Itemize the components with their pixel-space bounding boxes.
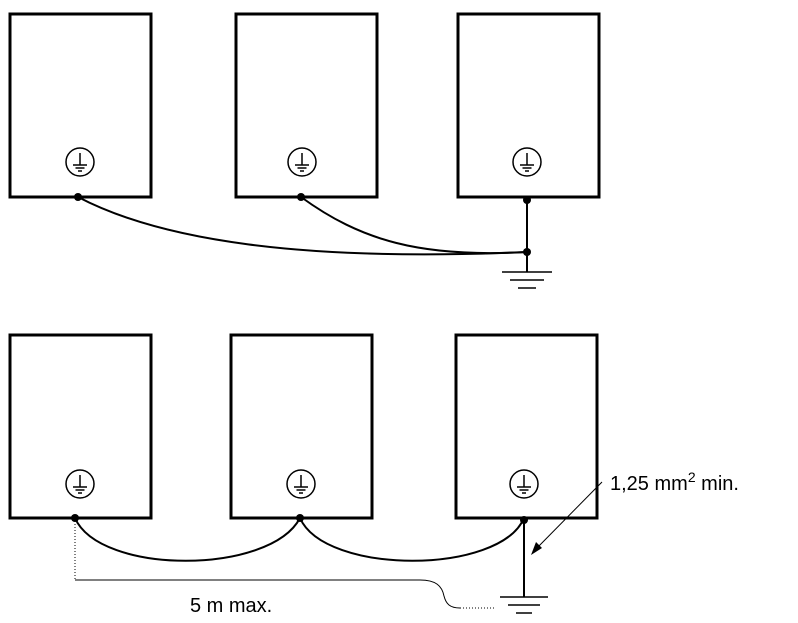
protective-earth-icon [509,469,539,499]
protective-earth-icon [512,147,542,177]
terminal-node [71,514,79,522]
wire-gauge-label: 1,25 mm2 min. [610,469,739,495]
distance-label: 5 m max. [190,595,272,617]
gauge-leader-line [534,481,603,551]
junction-node [523,248,531,256]
ground-icon [500,596,548,614]
terminal-node [523,196,531,204]
protective-earth-icon [286,469,316,499]
top-diagram [8,12,601,289]
protective-earth-icon [65,147,95,177]
terminal-node [74,193,82,201]
gauge-leader-arrow [531,542,542,555]
protective-earth-icon [287,147,317,177]
terminal-node [520,516,528,524]
top-device-3 [456,12,601,199]
ground-icon [502,271,552,289]
terminal-node [297,193,305,201]
top-wire-1 [77,196,528,256]
terminal-node [296,514,304,522]
top-wire-2 [300,196,528,255]
protective-earth-icon [65,469,95,499]
distance-dimension-line [75,579,461,609]
bottom-wire-2 [299,517,525,562]
bottom-wire-1 [74,517,301,562]
bottom-diagram: 5 m max. 1,25 mm2 min. [8,333,739,617]
